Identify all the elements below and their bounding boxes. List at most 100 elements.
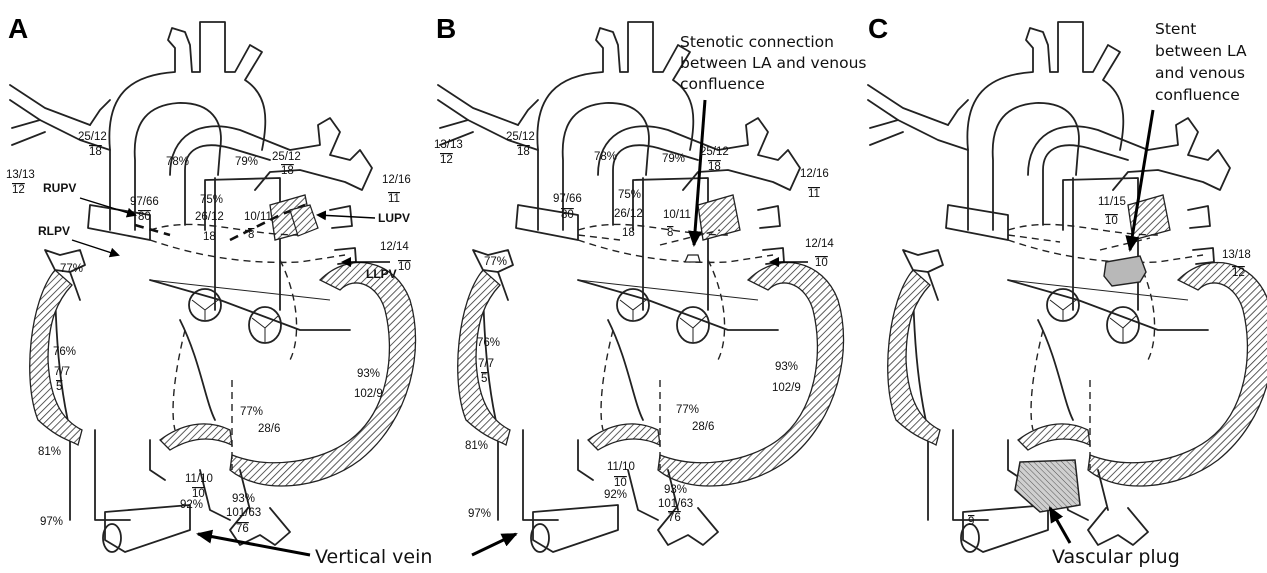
value-conf-c: 11/15 xyxy=(1098,196,1126,208)
arrow-vascular-plug xyxy=(1050,508,1070,543)
value-ra-sat-a: 76% xyxy=(53,346,76,358)
vertical-vein-callout: Vertical vein xyxy=(198,534,516,568)
value-lv-a: 102/9 xyxy=(354,388,383,400)
label-llpv: LLPV xyxy=(366,267,397,281)
panel-letter-b: B xyxy=(436,13,456,44)
value-svc-a: 25/12 xyxy=(78,131,107,143)
value-llpv-c: 13/18 xyxy=(1222,249,1251,261)
value-lpa-a: 12/16 xyxy=(382,174,411,186)
arrow-lupv xyxy=(318,215,375,218)
value-vv-b: 11/10 xyxy=(607,461,635,473)
value-ra-a: 7/7 xyxy=(54,366,70,378)
value-vv-mean-c: 9 xyxy=(968,516,974,528)
value-ra-b: 7/7 xyxy=(478,358,494,370)
value-svc-mean-a: 18 xyxy=(89,146,102,158)
confluence-dashed-c xyxy=(1008,235,1150,250)
stent-c xyxy=(1104,256,1146,286)
value-llpv-a: 12/14 xyxy=(380,241,409,253)
value-conf-mean-b: 8 xyxy=(667,227,673,239)
value-innom-mean-b: 12 xyxy=(440,154,453,166)
value-pa-mean-a: 18 xyxy=(281,165,294,177)
value-conf-a: 10/11 xyxy=(244,211,272,223)
arrow-vertical-vein-b xyxy=(472,534,516,555)
value-svc-b: 25/12 xyxy=(506,131,535,143)
value-rv-sat-b: 77% xyxy=(676,404,699,416)
value-desc-sat-a: 93% xyxy=(232,493,255,505)
value-pa-sat-b: 79% xyxy=(662,153,685,165)
label-lupv: LUPV xyxy=(378,211,410,225)
annotation-b-line2: between LA and venous xyxy=(680,54,866,72)
value-rpa-mean-b: 80 xyxy=(561,209,574,221)
stenotic-connection-b xyxy=(685,255,700,262)
value-rpa-a: 97/66 xyxy=(130,196,159,208)
value-lv-b: 102/9 xyxy=(772,382,801,394)
value-llpv-b: 12/14 xyxy=(805,238,834,250)
value-la-sat-a: 75% xyxy=(200,194,223,206)
value-vv-a: 11/10 xyxy=(185,473,213,485)
value-la-a: 26/12 xyxy=(195,211,224,223)
annotation-c-line3: and venous xyxy=(1155,64,1245,82)
value-la-b: 26/12 xyxy=(614,208,643,220)
value-ra-mean-a: 5 xyxy=(56,381,62,393)
value-la-mean-b: 18 xyxy=(622,227,635,239)
value-rpa-mean-a: 80 xyxy=(138,211,151,223)
value-conf-mean-a: 8 xyxy=(248,229,254,241)
value-desc-sat-b: 93% xyxy=(664,484,687,496)
value-la-sat-b: 75% xyxy=(618,189,641,201)
value-rv-a: 28/6 xyxy=(258,423,280,435)
value-llpv-mean-b: 10 xyxy=(815,257,828,269)
value-vv-mean-b: 10 xyxy=(614,477,627,489)
value-vv-sat-b: 92% xyxy=(604,489,627,501)
value-ivc-sat-a: 81% xyxy=(38,446,61,458)
value-pa-sat-a: 79% xyxy=(235,156,258,168)
panel-c: C Stent between LA and venous confluence… xyxy=(868,13,1267,568)
value-ao-sat-b: 78% xyxy=(594,151,617,163)
value-lpa-mean-b: 11 xyxy=(808,188,820,200)
value-vv-low-b: 97% xyxy=(468,508,491,520)
value-ra-top-b: 77% xyxy=(484,256,507,268)
panel-a: A RUPV RLPV LUPV LLPV 25/12 18 13/13 12 … xyxy=(6,13,416,552)
value-lv-sat-b: 93% xyxy=(775,361,798,373)
panel-letter-a: A xyxy=(8,13,28,44)
value-llpv-mean-c: 12 xyxy=(1232,267,1245,279)
vascular-plug-c xyxy=(1015,460,1080,512)
label-vascular-plug: Vascular plug xyxy=(1052,546,1180,568)
value-rv-sat-a: 77% xyxy=(240,406,263,418)
value-lpa-b: 12/16 xyxy=(800,168,829,180)
annotation-c-line2: between LA xyxy=(1155,42,1247,60)
annotation-b-line3: confluence xyxy=(680,75,765,93)
value-lpa-mean-a: 11 xyxy=(388,193,400,205)
value-ra-top-a: 77% xyxy=(60,263,83,275)
value-desc-a: 101/63 xyxy=(226,507,261,519)
value-ao-sat-a: 78% xyxy=(166,156,189,168)
value-pa-mean-b: 18 xyxy=(708,161,721,173)
value-conf-mean-c: 10 xyxy=(1105,215,1118,227)
value-innom-mean-a: 12 xyxy=(12,184,25,196)
value-vv-sat-a: 92% xyxy=(180,499,203,511)
value-la-mean-a: 18 xyxy=(203,231,216,243)
label-rlpv: RLPV xyxy=(38,224,70,238)
value-innom-a: 13/13 xyxy=(6,169,35,181)
value-vv-low-a: 97% xyxy=(40,516,63,528)
annotation-b-line1: Stenotic connection xyxy=(680,33,834,51)
value-conf-b: 10/11 xyxy=(663,209,691,221)
annotation-c-line1: Stent xyxy=(1155,20,1196,38)
label-vertical-vein: Vertical vein xyxy=(315,546,432,568)
value-pa-a: 25/12 xyxy=(272,151,301,163)
panel-letter-c: C xyxy=(868,13,888,44)
value-llpv-mean-a: 10 xyxy=(398,261,411,273)
annotation-c-line4: confluence xyxy=(1155,86,1240,104)
value-desc-mean-a: 76 xyxy=(236,523,249,535)
value-ra-mean-b: 5 xyxy=(481,373,487,385)
value-rv-b: 28/6 xyxy=(692,421,714,433)
value-svc-mean-b: 18 xyxy=(517,146,530,158)
value-lv-sat-a: 93% xyxy=(357,368,380,380)
value-ivc-sat-b: 81% xyxy=(465,440,488,452)
heart-diagram-b xyxy=(438,22,844,552)
panel-b: B Stenotic connection between LA and ven… xyxy=(434,13,866,552)
value-innom-b: 13/13 xyxy=(434,139,463,151)
arrow-rupv xyxy=(80,198,135,215)
arrow-rlpv xyxy=(72,240,118,255)
label-rupv: RUPV xyxy=(43,181,76,195)
